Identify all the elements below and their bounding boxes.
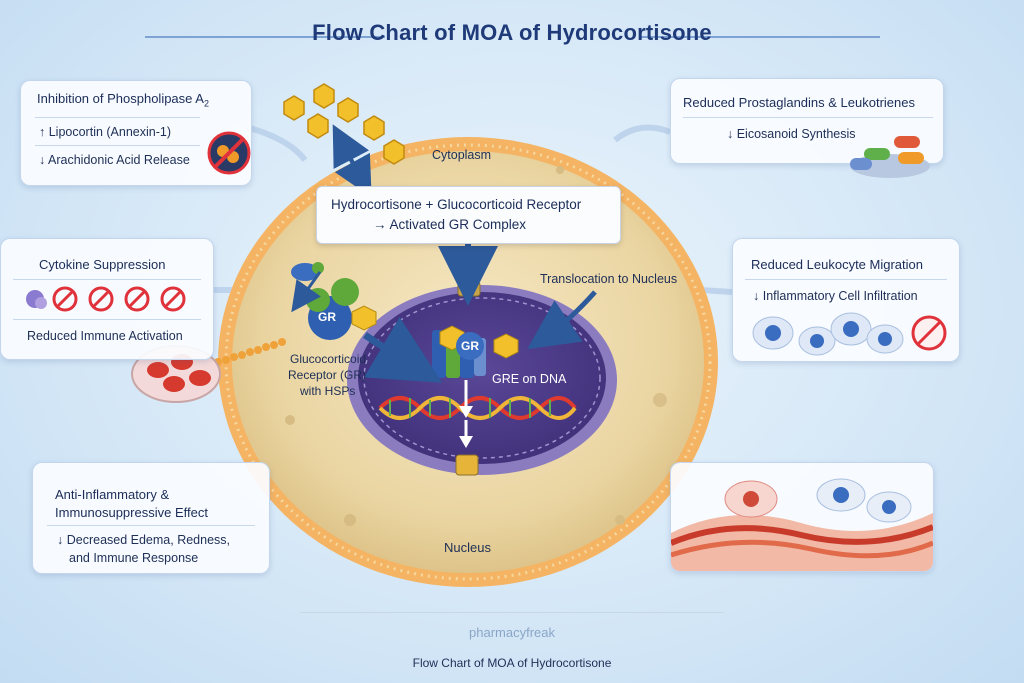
cytoplasm-label: Cytoplasm — [432, 148, 492, 162]
phospholipase-heading-text: Inhibition of Phospholipase A — [37, 91, 204, 106]
panel-phospholipase: Inhibition of Phospholipase A2 ↑ Lipocor… — [20, 80, 252, 186]
translocation-arrow — [527, 290, 597, 350]
title-rule-left — [145, 36, 385, 38]
panel-leukocyte: Reduced Leukocyte Migration ↓ Inflammato… — [732, 238, 960, 362]
arachidonic-text: ↓ Arachidonic Acid Release — [39, 153, 190, 167]
anti-inflammatory-heading-1: Anti-Inflammatory & — [55, 487, 170, 502]
footer-brand: pharmacyfreak — [469, 625, 555, 640]
diagram-title: Flow Chart of MOA of Hydrocortisone — [312, 20, 712, 45]
cytokine-inhibit-icons — [26, 286, 186, 312]
hydrocortisone-molecules — [283, 83, 405, 165]
leukocyte-cells-icon — [752, 312, 947, 356]
translocation-label: Translocation to Nucleus — [540, 272, 678, 286]
gr-hsp-label-3: with HSPs — [300, 384, 356, 398]
gr-nuclear-badge — [456, 332, 484, 360]
cytokine-heading: Cytokine Suppression — [39, 257, 166, 272]
gr-hsp-label-1: Glucocorticoid — [290, 352, 367, 366]
inflamed-tissue-image — [671, 478, 933, 571]
prostaglandins-heading: Reduced Prostaglandins & Leukotrienes — [683, 95, 915, 110]
gre-label: GRE on DNA — [492, 372, 567, 386]
nuclear-pore-top — [457, 281, 481, 297]
lipocortin-text: ↑ Lipocortin (Annexin-1) — [39, 125, 172, 139]
panel-prostaglandins: Reduced Prostaglandins & Leukotrienes ↓ … — [670, 78, 944, 164]
panel-tissue — [670, 462, 934, 572]
edema-text: ↓ Decreased Edema, Redness, — [57, 533, 231, 547]
leukocyte-heading: Reduced Leukocyte Migration — [751, 257, 923, 272]
immune-response-text: and Immune Response — [69, 551, 199, 565]
bead-chain — [214, 338, 286, 366]
anti-inflammatory-heading-2: Immunosuppressive Effect — [55, 505, 208, 520]
panel-cytokine: Cytokine Suppression Reduced Immune Acti… — [0, 238, 214, 360]
footer-divider — [300, 612, 724, 613]
infiltration-text: ↓ Inflammatory Cell Infiltration — [753, 289, 918, 303]
gr-label-nucleus: GR — [461, 339, 479, 353]
inhibit-icon — [207, 131, 251, 175]
gr-hsp-label-2: Receptor (GR) — [288, 368, 367, 382]
complex-line-2: → Activated GR Complex — [373, 217, 527, 232]
panel-phospholipase-heading: Inhibition of Phospholipase A2 — [37, 91, 209, 109]
complex-line-1: Hydrocortisone + Glucocorticoid Receptor — [331, 197, 582, 212]
footer-caption: Flow Chart of MOA of Hydrocortisone — [412, 656, 612, 670]
title-rule-right — [640, 36, 880, 38]
nucleus-label: Nucleus — [444, 540, 491, 555]
eicosanoid-icon — [850, 136, 930, 178]
panel-anti-inflammatory: Anti-Inflammatory & Immunosuppressive Ef… — [32, 462, 270, 574]
nuclear-pore-bottom — [455, 454, 479, 476]
phospholipase-heading-sub: 2 — [203, 98, 209, 109]
gr-label-cytoplasm: GR — [318, 310, 336, 324]
panel-activated-complex: Hydrocortisone + Glucocorticoid Receptor… — [316, 186, 621, 244]
immune-activation-text: Reduced Immune Activation — [27, 329, 183, 343]
eicosanoid-text: ↓ Eicosanoid Synthesis — [727, 127, 856, 141]
